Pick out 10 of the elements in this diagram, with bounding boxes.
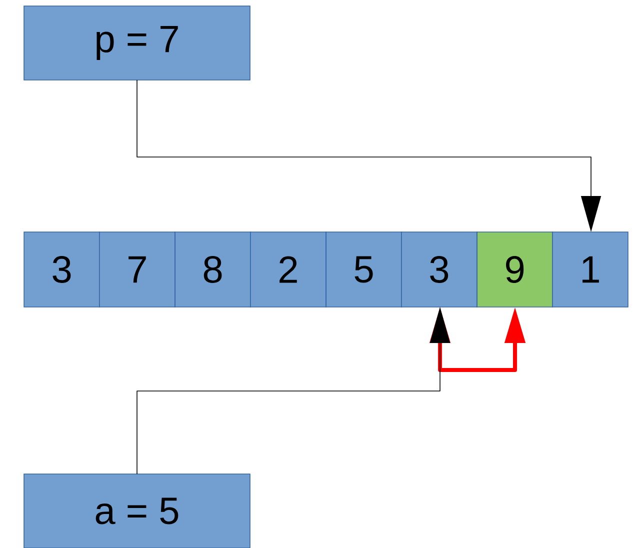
array-cell: 7: [99, 232, 176, 308]
array-cell: 3: [24, 232, 100, 308]
array-cell: 1: [552, 232, 628, 308]
array-cell: 5: [326, 232, 402, 308]
value-box: p = 7: [24, 6, 250, 80]
array-cell: 2: [250, 232, 326, 308]
array-cell: 3: [401, 232, 478, 308]
value-box: a = 5: [24, 474, 250, 548]
array-cell: 9: [476, 232, 553, 308]
array-cell: 8: [174, 232, 251, 308]
